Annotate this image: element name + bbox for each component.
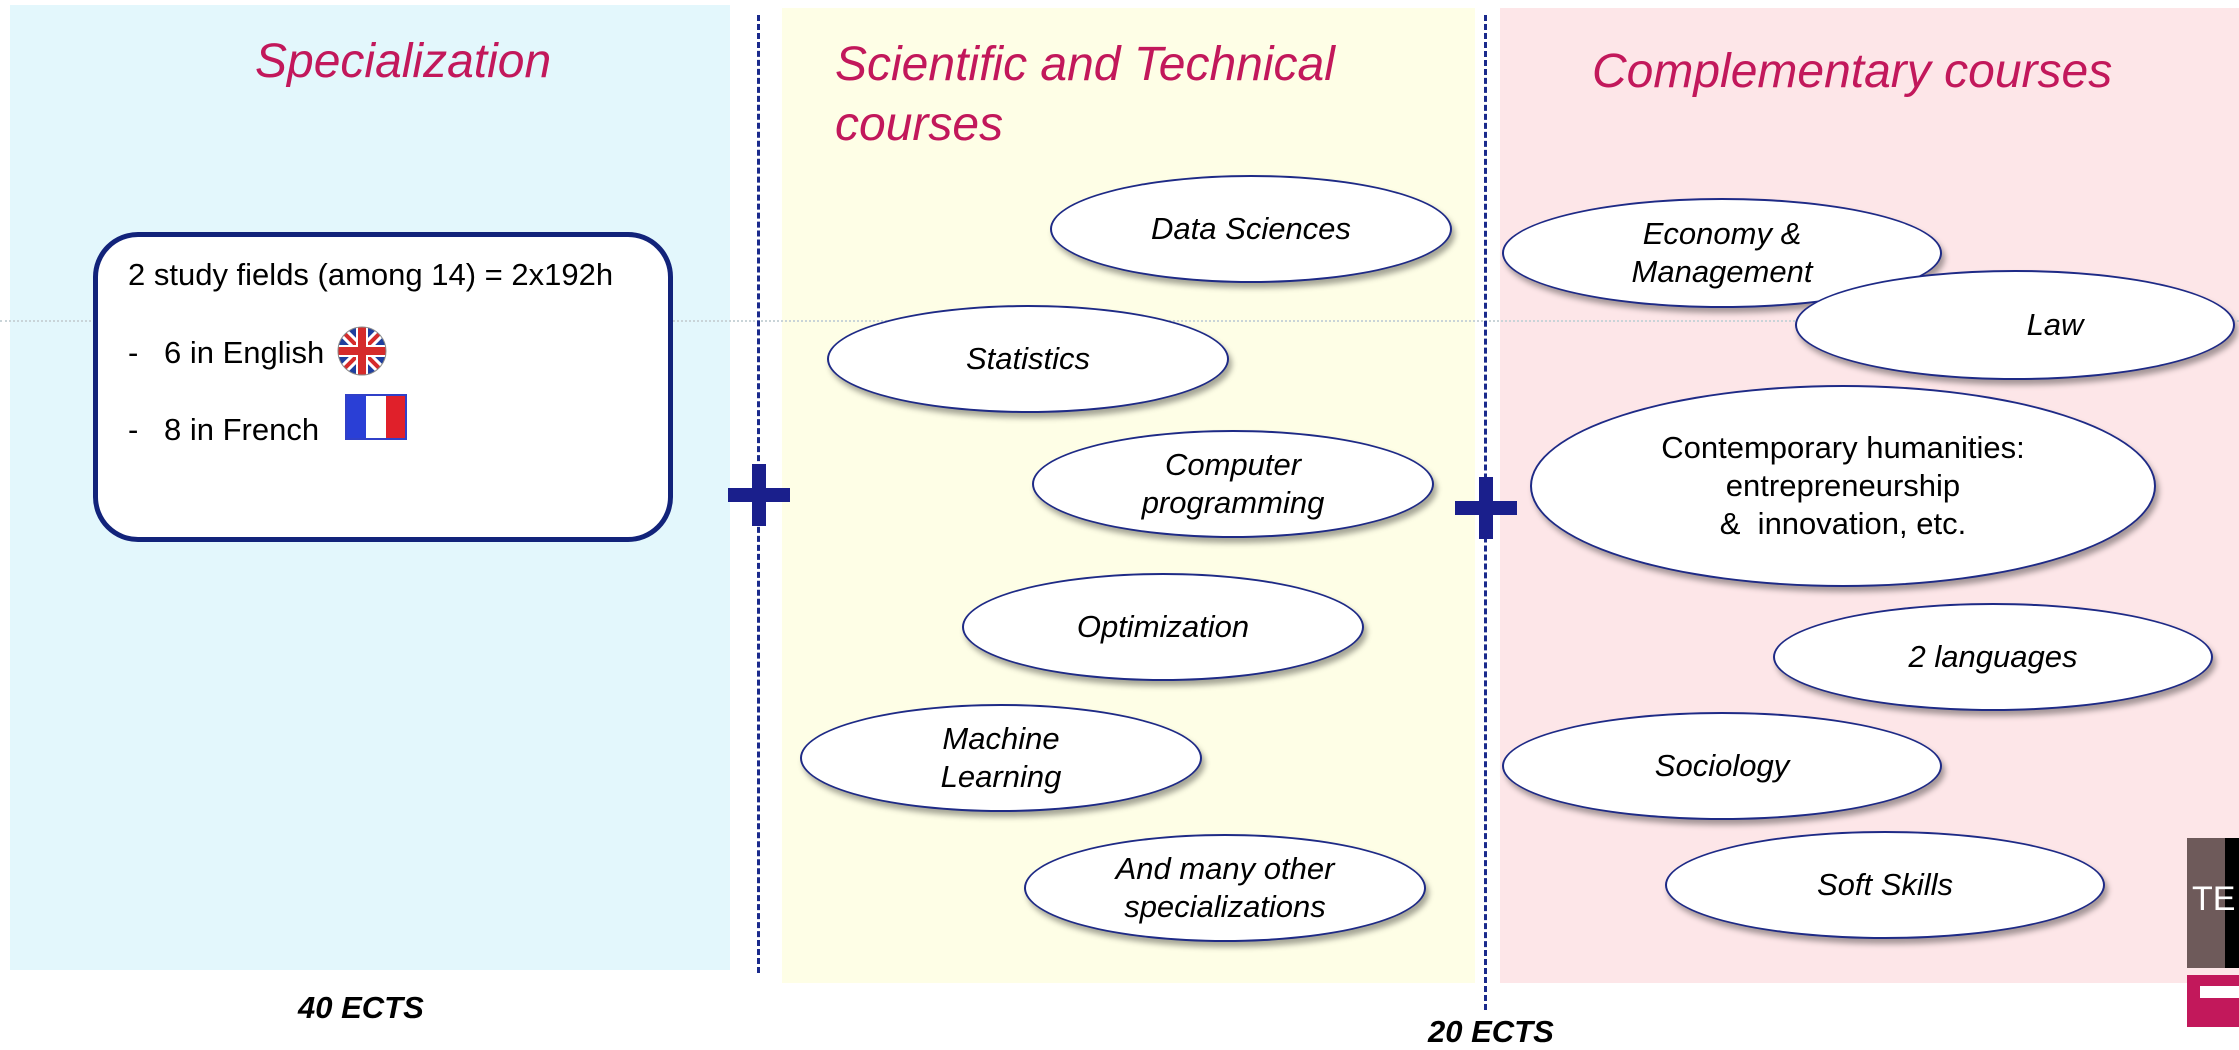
course-optimization: Optimization: [962, 573, 1364, 681]
course-label: Law: [2026, 307, 2084, 342]
study-fields-text: 2 study fields (among 14) = 2x192h: [128, 257, 614, 292]
uk-flag-icon: [337, 326, 387, 376]
course-label: Statistics: [965, 341, 1091, 376]
course-label: Data Sciences: [1151, 211, 1351, 246]
complementary-title: Complementary courses: [1592, 45, 2113, 98]
plus-icon: [1455, 477, 1517, 539]
course-label-line-1: Economy &: [1642, 216, 1802, 251]
course-label: Optimization: [1076, 609, 1250, 644]
logo-dark-strip: [2225, 838, 2239, 968]
course-label: Soft Skills: [1816, 867, 1954, 902]
course-label-line-2: Learning: [940, 759, 1062, 794]
france-flag-icon: [345, 394, 407, 440]
english-fields-text: 6 in English: [164, 335, 325, 370]
course-statistics: Statistics: [827, 305, 1229, 413]
course-many-other-specializations: And many other specializations: [1024, 834, 1426, 942]
logo-text: TE: [2192, 880, 2236, 918]
course-data-sciences: Data Sciences: [1050, 175, 1452, 283]
logo-mark-stripe: [2200, 986, 2239, 998]
scientific-title: Scientific and Technical courses: [835, 35, 1335, 155]
french-dash: -: [128, 412, 139, 447]
specialization-title: Specialization: [255, 35, 552, 88]
course-machine-learning: Machine Learning: [800, 704, 1202, 812]
course-label-line-2: entrepreneurship: [1725, 468, 1961, 503]
course-label-line-2: programming: [1141, 485, 1325, 520]
course-contemporary-humanities: Contemporary humanities: entrepreneurshi…: [1530, 385, 2156, 587]
course-label-line-1: Computer: [1164, 447, 1302, 482]
french-fields-text: 8 in French: [164, 412, 320, 447]
course-label-line-3: & innovation, etc.: [1719, 506, 1967, 541]
course-label: Sociology: [1654, 748, 1790, 783]
course-two-languages: 2 languages: [1773, 603, 2213, 711]
scientific-title-line-2: courses: [835, 98, 1004, 151]
plus-icon: [728, 464, 790, 526]
course-sociology: Sociology: [1502, 712, 1942, 820]
scientific-title-line-1: Scientific and Technical: [835, 38, 1335, 91]
course-computer-programming: Computer programming: [1032, 430, 1434, 538]
logo-mark: [2187, 975, 2239, 1027]
course-label-line-2: specializations: [1124, 889, 1326, 924]
course-label-line-1: Machine: [942, 721, 1060, 756]
course-soft-skills: Soft Skills: [1665, 831, 2105, 939]
course-label-line-1: Contemporary humanities:: [1661, 430, 2025, 465]
course-label: 2 languages: [1908, 639, 2078, 674]
course-label-line-2: Management: [1631, 254, 1813, 289]
course-law: Law: [1795, 270, 2235, 380]
english-dash: -: [128, 335, 139, 370]
ects-courses: 20 ECTS: [1428, 1014, 1554, 1049]
course-label-line-1: And many other: [1115, 851, 1335, 886]
study-fields-box: [93, 232, 673, 542]
ects-specialization: 40 ECTS: [298, 990, 424, 1025]
